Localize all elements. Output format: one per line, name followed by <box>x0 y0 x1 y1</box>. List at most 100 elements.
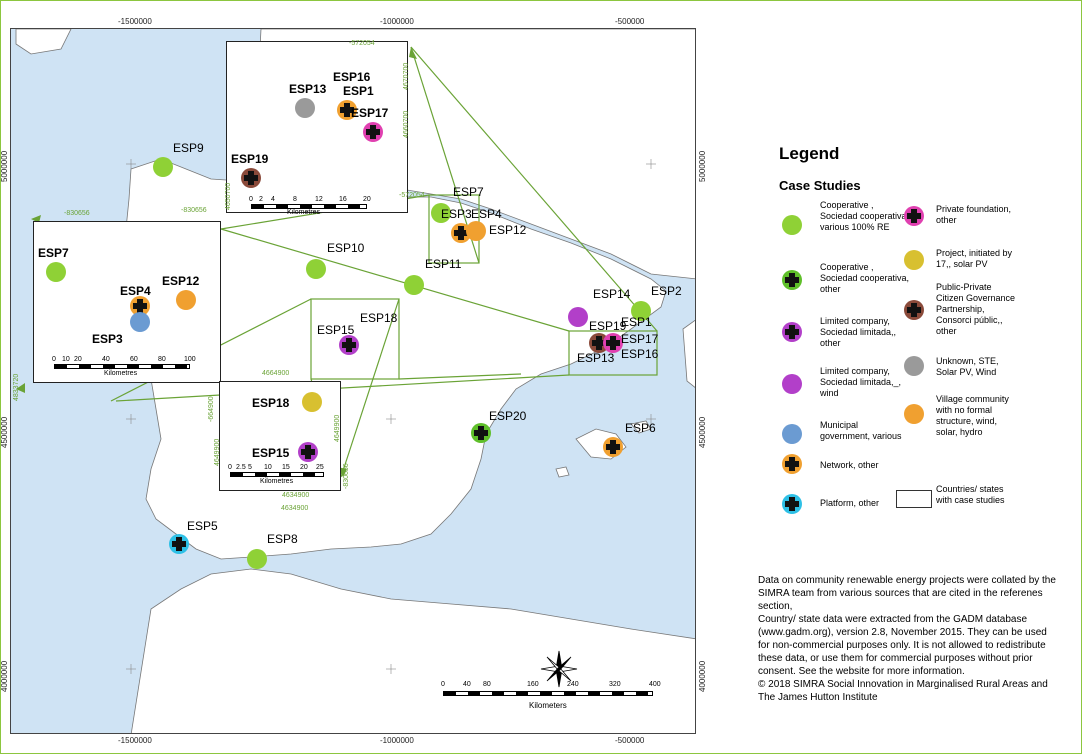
site-esp16-label: ESP16 <box>621 347 659 361</box>
legend-subtitle: Case Studies <box>779 178 861 193</box>
inset-top-scalebar <box>251 204 367 209</box>
inset-top-esp13-label: ESP13 <box>289 82 327 96</box>
legend-item-network: Network, other <box>820 460 879 470</box>
site-esp12-label: ESP12 <box>489 223 527 237</box>
inset-mid-esp15-marker[interactable] <box>298 442 318 462</box>
inset-top-esp19-marker[interactable] <box>241 168 261 188</box>
legend-icon-village <box>904 404 924 424</box>
main-scale-5: 320 <box>609 681 621 688</box>
legend-item-unknown: Unknown, STE, Solar PV, Wind <box>936 356 999 377</box>
inset-mid-scale-1: 2.5 <box>236 464 246 471</box>
inset-mid-esp18-marker[interactable] <box>302 392 322 412</box>
site-esp11-marker[interactable] <box>404 275 424 295</box>
inset-top-esp19-label: ESP19 <box>231 152 269 166</box>
legend-icon-platform <box>782 494 802 514</box>
legend-icon-coop-re <box>782 215 802 235</box>
coord-top-1: -1500000 <box>118 17 152 26</box>
inset-mid-scale-5: 20 <box>300 464 308 471</box>
site-esp4-marker[interactable] <box>466 221 486 241</box>
coord-top-3: -500000 <box>615 17 645 26</box>
coord-left-1: 5000000 <box>0 150 9 182</box>
legend-title: Legend <box>779 144 840 163</box>
inset-mid-scale-6: 25 <box>316 464 324 471</box>
site-esp14-label: ESP14 <box>593 287 631 301</box>
site-esp14-marker[interactable] <box>568 307 588 327</box>
legend-item-project-solar: Project, initiated by 17,, solar PV <box>936 248 1013 269</box>
data-notes: Data on community renewable energy proje… <box>758 574 1058 704</box>
site-esp5-marker[interactable] <box>169 534 189 554</box>
main-scale-unit: Kilometers <box>529 701 567 710</box>
legend-item-ltd-other: Limited company, Sociedad limitada,, oth… <box>820 316 897 348</box>
site-esp8-marker[interactable] <box>247 549 267 569</box>
inset-mid-coord-left-2: 4649900 <box>214 438 221 466</box>
note-3: © 2018 SIMRA Social Innovation in Margin… <box>758 679 1048 703</box>
inset-mid-scale-unit: Kilometres <box>260 478 294 485</box>
legend-icon-ltd-wind <box>782 374 802 394</box>
inset-mid[interactable]: 4664900 -664900 4649900 4649900 4634900 … <box>208 370 341 499</box>
inset-left-esp7-label: ESP7 <box>38 246 69 260</box>
inset-mid-scale-0: 0 <box>228 464 232 471</box>
legend-item-coop-other: Cooperative , Sociedad cooperativa, othe… <box>820 262 910 294</box>
legend-icon-countries <box>896 490 932 508</box>
inset-left-scale-5: 80 <box>158 356 166 363</box>
coord-right-2: 4500000 <box>698 416 707 448</box>
site-esp18-label: ESP18 <box>360 311 398 325</box>
inset-left[interactable]: ESP7 ESP4 ESP12 ESP3 -830656 0 10 20 40 … <box>33 210 221 383</box>
site-esp3-label: ESP3 <box>441 207 472 221</box>
inset-top-coord-right-1: 4670700 <box>403 62 410 90</box>
site-esp15-marker[interactable] <box>339 335 359 355</box>
legend-item-municipal: Municipal government, various <box>820 420 902 441</box>
inset-mid-esp18-label: ESP18 <box>252 396 290 410</box>
coord-green-left: 4833720 <box>13 373 20 401</box>
inset-top-scale-2: 4 <box>271 196 275 203</box>
main-scale-3: 160 <box>527 681 539 688</box>
inset-left-scale-6: 100 <box>184 356 196 363</box>
legend-icon-municipal <box>782 424 802 444</box>
inset-left-esp4-marker[interactable] <box>130 296 150 316</box>
note-1: Data on community renewable energy proje… <box>758 575 1056 612</box>
site-esp2-marker[interactable] <box>631 301 651 321</box>
inset-left-scale-1: 10 <box>62 356 70 363</box>
main-scale-6: 400 <box>649 681 661 688</box>
site-esp6-label: ESP6 <box>625 421 656 435</box>
inset-top-esp13-marker[interactable] <box>295 98 315 118</box>
coord-green-mid-bottom: 4634900 <box>281 505 309 512</box>
main-scale-0: 0 <box>441 681 445 688</box>
coord-green-left-top: -830656 <box>181 207 207 214</box>
inset-top-coord-right-2: 4660700 <box>403 110 410 138</box>
map-canvas[interactable]: ESP9 ESP10 ESP11 ESP7 ESP3 ESP4 ESP12 ES… <box>10 28 696 734</box>
coord-right-3: 4000000 <box>698 660 707 692</box>
inset-top-esp17-label: ESP17 <box>351 106 389 120</box>
site-esp6-marker[interactable] <box>603 437 623 457</box>
site-esp17-marker[interactable] <box>603 333 623 353</box>
inset-top-esp17-marker[interactable] <box>363 122 383 142</box>
inset-mid-coord-top: 4664900 <box>262 370 290 377</box>
inset-left-scale-4: 60 <box>130 356 138 363</box>
inset-top[interactable]: ESP13 ESP16 ESP1 ESP17 ESP19 -572054 467… <box>225 40 425 216</box>
inset-left-esp7-marker[interactable] <box>46 262 66 282</box>
inset-top-esp1-marker[interactable] <box>337 100 357 120</box>
coord-bottom-3: -500000 <box>615 736 645 745</box>
inset-left-esp3-marker[interactable] <box>130 312 150 332</box>
inset-top-esp16-label: ESP16 <box>333 70 371 84</box>
legend-item-coop-re: Cooperative , Sociedad cooperativa, vari… <box>820 200 910 232</box>
inset-left-esp3-label: ESP3 <box>92 332 123 346</box>
coord-top-2: -1000000 <box>380 17 414 26</box>
site-esp7-label: ESP7 <box>453 185 484 199</box>
inset-mid-scale-3: 10 <box>264 464 272 471</box>
inset-left-esp4-label: ESP4 <box>120 284 151 298</box>
site-esp9-marker[interactable] <box>153 157 173 177</box>
main-scale-4: 240 <box>567 681 579 688</box>
legend-item-ppp: Public-Private Citizen Governance Partne… <box>936 282 1016 336</box>
site-esp10-marker[interactable] <box>306 259 326 279</box>
site-esp20-marker[interactable] <box>471 423 491 443</box>
site-esp5-label: ESP5 <box>187 519 218 533</box>
site-esp7-marker[interactable] <box>431 203 451 223</box>
legend-icon-project-solar <box>904 250 924 270</box>
inset-top-scale-4: 12 <box>315 196 323 203</box>
inset-left-esp12-marker[interactable] <box>176 290 196 310</box>
legend-icon-unknown <box>904 356 924 376</box>
inset-top-esp1-label: ESP1 <box>343 84 374 98</box>
legend-item-ltd-wind: Limited company, Sociedad limitada,_, wi… <box>820 366 902 398</box>
inset-left-scale-unit: Kilometres <box>104 370 138 377</box>
